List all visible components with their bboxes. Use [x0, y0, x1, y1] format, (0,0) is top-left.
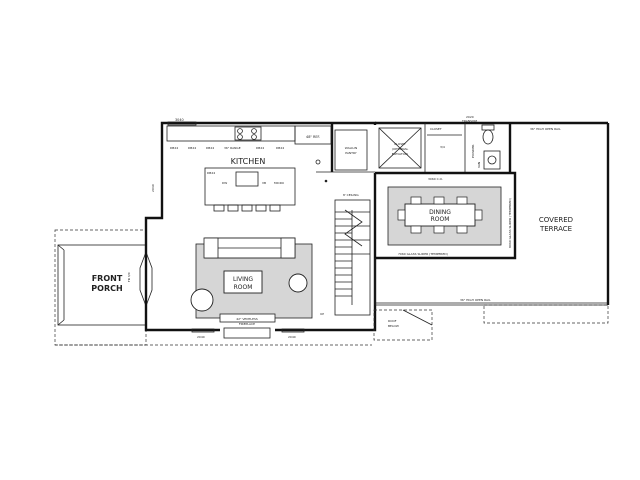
- window-fireplace-right-label: 2040: [288, 335, 296, 339]
- covered-terrace: 36" HIGH OPEN RAIL 36" HIGH OPEN RAIL CO…: [374, 121, 610, 324]
- window-top-label: 3040: [175, 118, 184, 122]
- coffee-table: [223, 270, 263, 294]
- island-db-label: DB24: [207, 171, 215, 175]
- covered-terrace-label-1: COVERED: [539, 216, 573, 224]
- island-sink: [235, 171, 259, 187]
- transom-label-1: 2020: [466, 115, 474, 119]
- exterior-walls: [144, 121, 517, 332]
- pantry-label-1: WALK-IN: [345, 146, 357, 150]
- cabinet-label-4: 36" RANGE: [224, 146, 241, 150]
- armchair-left: [190, 288, 214, 312]
- toilet: [482, 129, 494, 145]
- pantry-label-2: PANTRY: [345, 151, 357, 155]
- cabinet-label-3: DB24: [206, 146, 214, 150]
- armchair-right: [288, 273, 308, 293]
- dining-room: DINING ROOM 7060 GLASS SLIDER (TEMPERED)…: [387, 186, 512, 256]
- covered-terrace-label-2: TERRACE: [539, 225, 572, 233]
- cabinet-label-1: DB24: [170, 146, 178, 150]
- living-label-2: ROOM: [234, 284, 253, 291]
- window-fireplace-left-label: 2040: [197, 335, 205, 339]
- living-label-1: LIVING: [233, 276, 253, 283]
- front-porch-label-2: PORCH: [91, 284, 122, 293]
- fireplace: [219, 313, 276, 323]
- front-porch: FRONT PORCH FR 3/0: [54, 229, 153, 346]
- service-rooms: WALK-IN PANTRY CLOSET (OPTIONAL ELEVATOR…: [334, 115, 501, 181]
- dining-label-1: DINING: [429, 209, 451, 216]
- glass-slider-bottom-label: 7060 GLASS SLIDER (TEMPERED): [398, 252, 448, 256]
- front-porch-label-1: FRONT: [92, 274, 123, 283]
- closet-elevator-label-2: (OPTIONAL: [392, 147, 409, 151]
- ceiling-label: 8' CEILING: [343, 193, 359, 197]
- vb-label: VB: [262, 181, 266, 185]
- closet-door-label: 3060 C.O.: [428, 177, 443, 181]
- dw-label: DW: [222, 181, 227, 185]
- three-quarter-label: 3/4: [440, 145, 445, 149]
- roof-below: ROOF BELOW: [373, 309, 433, 341]
- vanity-label: VAN: [477, 162, 481, 168]
- glass-slider-side-label: 8060 GLASS SLIDER (TEMPERED): [508, 198, 512, 248]
- window-left-label: 2040: [151, 184, 155, 192]
- closet-elevator-label-3: ELEVATOR): [392, 152, 409, 156]
- stairs: 8' CEILING UP: [320, 193, 371, 316]
- fireplace-label-1: 42" VENTLESS: [236, 317, 258, 321]
- fireplace-label-2: FIREPLACE: [239, 322, 255, 326]
- open-rail-top-label: 36" HIGH OPEN RAIL: [530, 127, 561, 131]
- cabinet-label-5: DB24: [256, 146, 264, 150]
- transom-label-2: TRANSOM: [461, 119, 477, 123]
- powder-vanity: [483, 150, 501, 170]
- cabinet-label-6: DB24: [276, 146, 284, 150]
- powder-label: POWDER: [471, 145, 475, 158]
- closet-elevator-label-1: CLOSET: [394, 142, 406, 146]
- roof-below-label-1: ROOF: [388, 319, 397, 323]
- cabinet-label-2: DB24: [188, 146, 196, 150]
- refrigerator-label: 48" REF.: [306, 135, 320, 139]
- window-top: [167, 121, 197, 126]
- dining-label-2: ROOM: [431, 216, 450, 223]
- fr-door-label: FR 3/0: [127, 272, 131, 282]
- closet-label: CLOSET: [430, 127, 442, 131]
- kitchen: 48" REF. DB24 DB24 DB24 36" RANGE DB24 D…: [166, 125, 332, 212]
- micro-label: MICRO: [274, 181, 285, 185]
- kitchen-island: [204, 167, 296, 206]
- stairs-up-label: UP: [320, 312, 324, 316]
- open-rail-bottom-label: 36" HIGH OPEN RAIL: [460, 298, 491, 302]
- roof-below-label-2: BELOW: [388, 324, 399, 328]
- kitchen-label: KITCHEN: [231, 157, 266, 166]
- living-room: LIVING ROOM 42" VENTLESS FIREPLACE 2040 …: [190, 237, 313, 339]
